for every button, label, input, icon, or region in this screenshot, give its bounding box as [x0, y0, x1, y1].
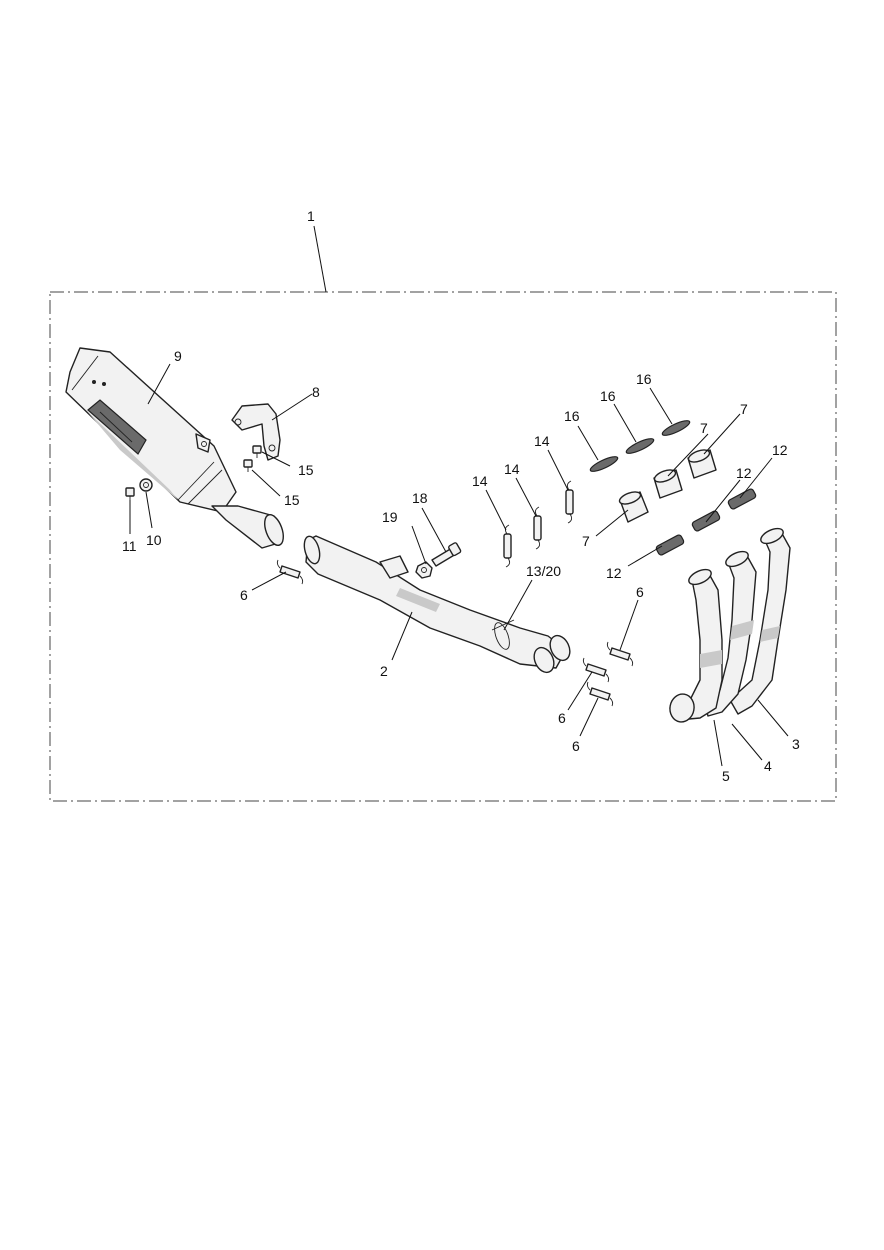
- spring-part-6d: [586, 681, 614, 707]
- bolt-part-15a: [252, 445, 262, 458]
- kit-leader: [313, 225, 327, 293]
- header-pipes-part: [669, 527, 791, 723]
- callout-6: 6: [572, 738, 580, 754]
- kit-boundary: [49, 291, 837, 802]
- link-pipe-part: [303, 535, 571, 674]
- callout-19: 19: [382, 509, 398, 525]
- callout-16: 16: [636, 371, 652, 387]
- callout-6: 6: [558, 710, 566, 726]
- callout-6: 6: [636, 584, 644, 600]
- callout-12: 12: [606, 565, 622, 581]
- callout-7: 7: [700, 420, 708, 436]
- callout-3: 3: [792, 736, 800, 752]
- gasket-part-16c: [661, 420, 691, 436]
- callout-18: 18: [412, 490, 428, 506]
- gasket-part-16a: [589, 456, 619, 472]
- spring-part-6a: [276, 559, 304, 585]
- callout-14: 14: [504, 461, 520, 477]
- callout-7: 7: [582, 533, 590, 549]
- gasket-part-12b: [691, 510, 721, 532]
- gasket-part-12c: [727, 488, 757, 510]
- callout-16: 16: [564, 408, 580, 424]
- callout-2: 2: [380, 663, 388, 679]
- leader-lines: [129, 363, 789, 767]
- callout-10: 10: [146, 532, 162, 548]
- callout-16: 16: [600, 388, 616, 404]
- callout-12: 12: [736, 465, 752, 481]
- callout-7: 7: [740, 401, 748, 417]
- callout-8: 8: [312, 384, 320, 400]
- spring-part-14a: [503, 524, 512, 568]
- washer-part-10: [139, 478, 153, 492]
- nut-part-19: [415, 561, 433, 579]
- callout-14: 14: [534, 433, 550, 449]
- callout-12: 12: [772, 442, 788, 458]
- gasket-part-12a: [655, 534, 685, 556]
- bolt-part-15b: [243, 459, 253, 472]
- spring-part-14c: [565, 480, 574, 524]
- bracket-part: [231, 403, 281, 461]
- silencer-part: [65, 347, 284, 549]
- callout-14: 14: [472, 473, 488, 489]
- spring-part-6c: [582, 657, 610, 683]
- callout-5: 5: [722, 768, 730, 784]
- callout-13-20: 13/20: [526, 563, 561, 579]
- callout-9: 9: [174, 348, 182, 364]
- callout-6: 6: [240, 587, 248, 603]
- bolt-part-18: [431, 542, 462, 567]
- kit-label: 1: [307, 208, 315, 224]
- bolt-part-11: [125, 487, 135, 502]
- flange-part-7b: [653, 469, 683, 499]
- spring-part-6b: [606, 641, 634, 667]
- flange-part-7a: [618, 491, 649, 523]
- spring-part-14b: [533, 506, 542, 550]
- callout-15: 15: [298, 462, 314, 478]
- callout-4: 4: [764, 758, 772, 774]
- callout-11: 11: [122, 538, 137, 554]
- callout-15: 15: [284, 492, 300, 508]
- gasket-part-16b: [625, 438, 655, 454]
